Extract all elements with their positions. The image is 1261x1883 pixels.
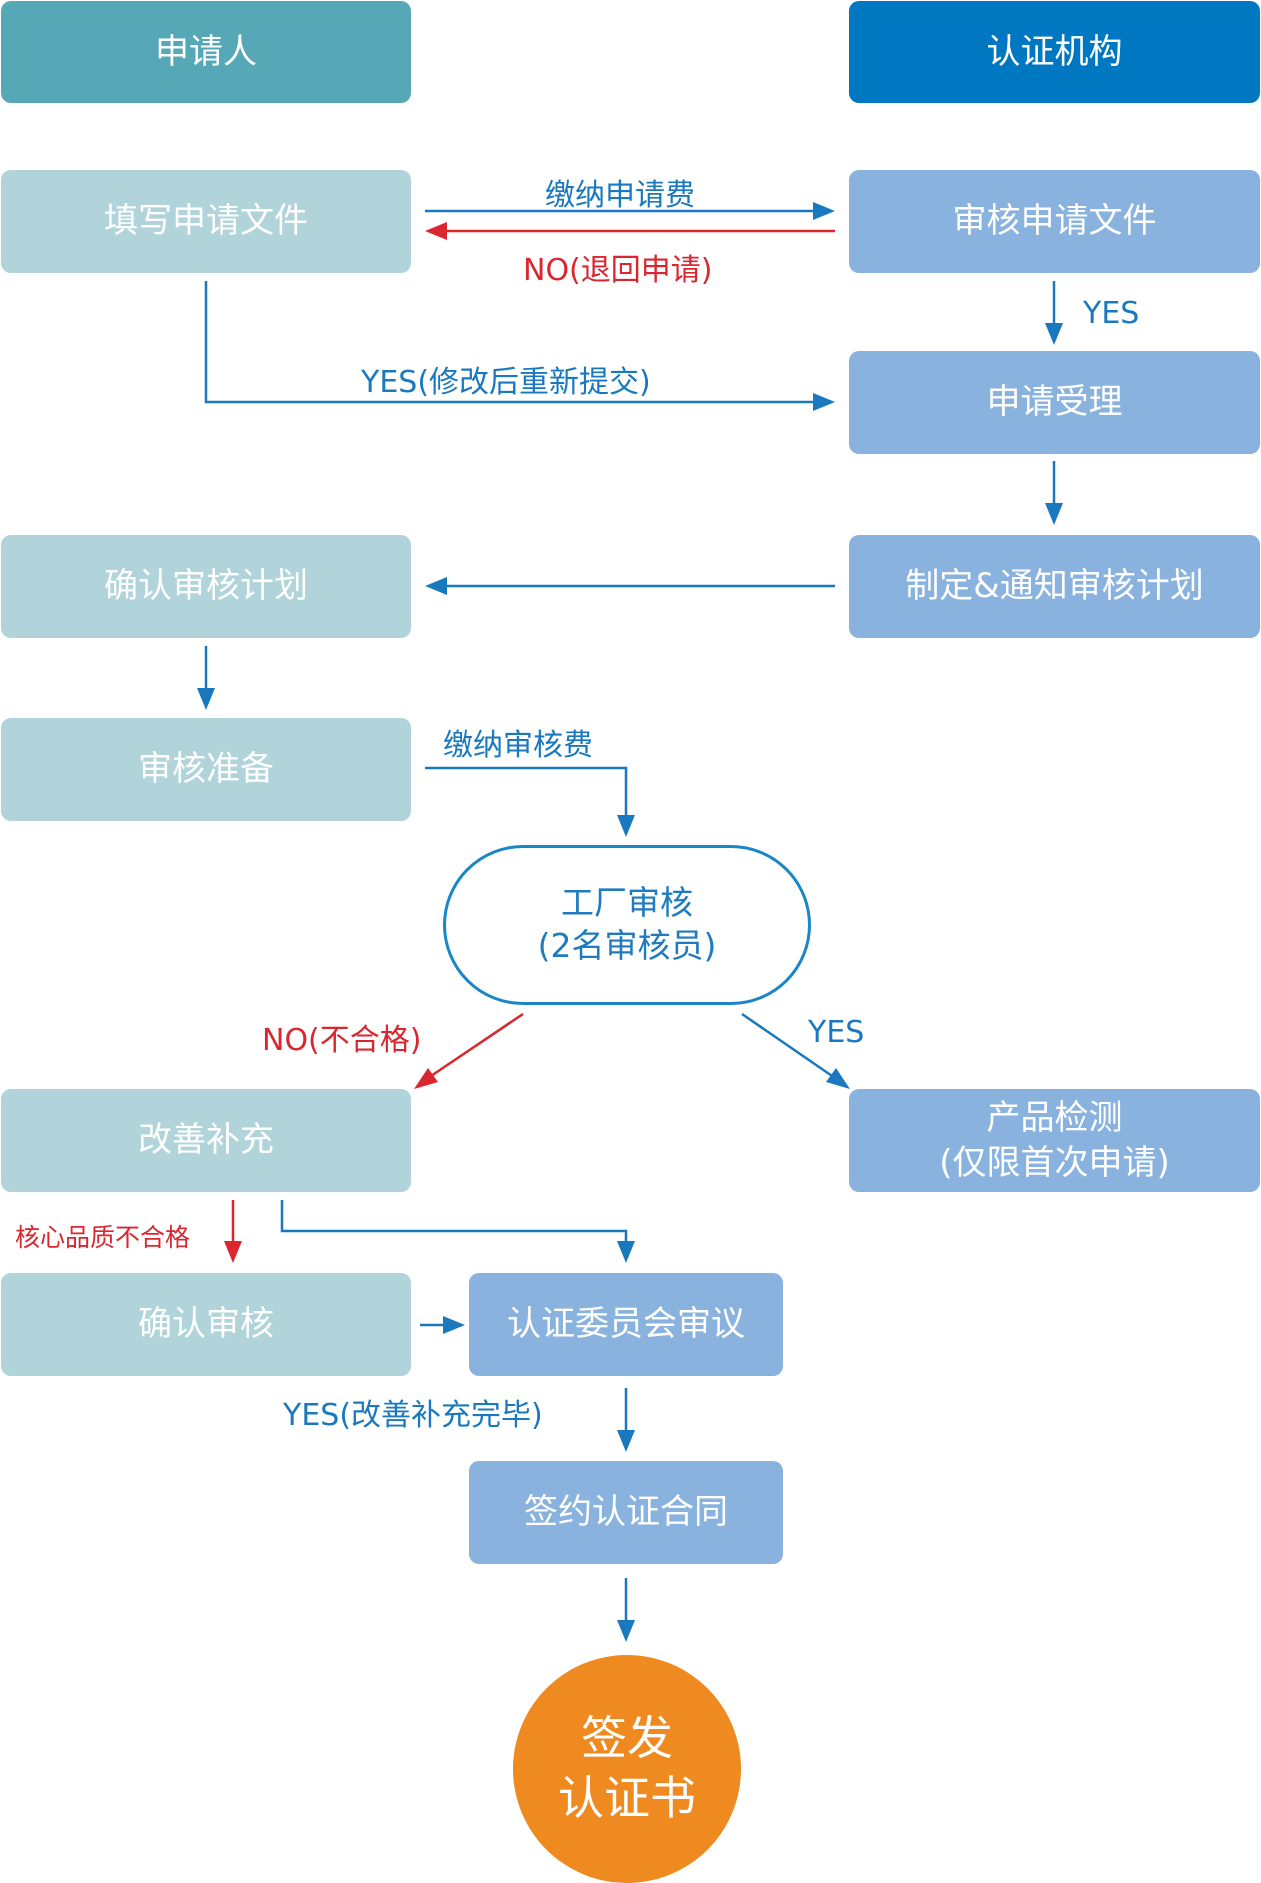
header-certifier-label: 认证机构 xyxy=(986,31,1123,72)
arrow-no-return xyxy=(425,222,835,240)
arrow-accept-to-plan xyxy=(1045,461,1063,525)
step-label: 确认审核计划 xyxy=(104,566,308,607)
step-improve-supplement: 改善补充 xyxy=(1,1089,411,1192)
step-label: 认证委员会审议 xyxy=(507,1304,745,1345)
step-label: 改善补充 xyxy=(138,1120,274,1161)
label-yes-improvement-done: YES(改善补充完毕) xyxy=(283,1398,543,1433)
label-core-quality-unqualified: 核心品质不合格 xyxy=(15,1223,191,1252)
label-yes-review: YES xyxy=(1083,296,1140,331)
step-sublabel: (2名审核员) xyxy=(537,926,717,965)
step-confirm-audit-plan: 确认审核计划 xyxy=(1,535,411,638)
step-label: 审核准备 xyxy=(138,749,274,790)
arrow-committee-to-contract xyxy=(617,1388,635,1452)
label-no-unqualified: NO(不合格) xyxy=(262,1023,422,1058)
step-accept-application: 申请受理 xyxy=(849,351,1260,454)
step-label: 填写申请文件 xyxy=(104,201,308,242)
step-label: 申请受理 xyxy=(986,382,1123,423)
label-pay-audit-fee: 缴纳审核费 xyxy=(443,728,593,763)
arrow-no-unqualified xyxy=(414,1012,524,1089)
step-label: 签发 xyxy=(581,1711,673,1766)
step-sign-contract: 签约认证合同 xyxy=(469,1461,783,1564)
label-yes-audit: YES xyxy=(808,1015,865,1050)
arrow-contract-to-issue xyxy=(617,1578,635,1642)
header-applicant-label: 申请人 xyxy=(155,31,257,72)
arrow-core-quality xyxy=(224,1200,242,1263)
step-sublabel: 认证书 xyxy=(558,1771,696,1825)
arrow-confirm-to-prep xyxy=(197,646,215,710)
step-fill-application: 填写申请文件 xyxy=(1,170,411,273)
label-no-return-application: NO(退回申请) xyxy=(523,253,713,288)
step-review-application: 审核申请文件 xyxy=(849,170,1260,273)
arrow-plan-to-confirm xyxy=(425,577,835,595)
step-committee-review: 认证委员会审议 xyxy=(469,1273,783,1376)
label-pay-application-fee: 缴纳申请费 xyxy=(545,178,695,213)
header-applicant: 申请人 xyxy=(1,1,411,103)
step-product-testing: 产品检测 (仅限首次申请) xyxy=(849,1089,1260,1192)
step-label: 确认审核 xyxy=(138,1304,274,1345)
arrow-confirm-to-committee xyxy=(420,1316,465,1334)
step-label: 产品检测 xyxy=(986,1098,1123,1139)
arrow-improve-to-committee xyxy=(280,1200,635,1263)
header-certifier: 认证机构 xyxy=(849,1,1260,103)
step-issue-certificate: 签发 认证书 xyxy=(513,1655,741,1883)
label-yes-resubmit: YES(修改后重新提交) xyxy=(361,365,651,400)
step-make-notify-plan: 制定&通知审核计划 xyxy=(849,535,1260,638)
step-factory-audit: 工厂审核 (2名审核员) xyxy=(443,845,811,1005)
step-confirm-audit: 确认审核 xyxy=(1,1273,411,1376)
step-label: 制定&通知审核计划 xyxy=(905,566,1204,607)
arrow-pay-audit-fee xyxy=(425,766,635,837)
step-label: 签约认证合同 xyxy=(524,1492,728,1533)
step-label: 审核申请文件 xyxy=(952,201,1157,242)
step-audit-preparation: 审核准备 xyxy=(1,718,411,821)
arrow-yes-accept xyxy=(1045,281,1063,345)
step-sublabel: (仅限首次申请) xyxy=(939,1142,1170,1183)
step-label: 工厂审核 xyxy=(561,883,693,923)
